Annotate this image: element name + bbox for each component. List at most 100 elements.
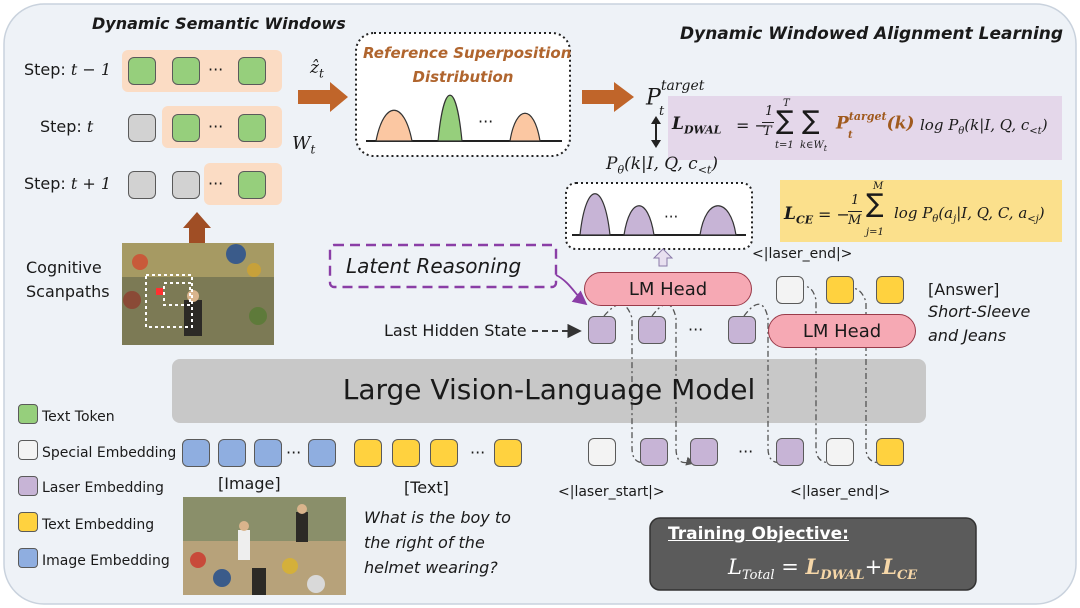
latent-reasoning-box <box>328 243 558 289</box>
laser-input-token-2 <box>690 438 718 466</box>
input-image <box>183 497 346 595</box>
step3-ellipsis: ··· <box>208 174 224 193</box>
latent-reasoning-label: Latent Reasoning <box>346 254 522 278</box>
answer-line-2: and Jeans <box>928 326 1007 345</box>
legend-label-special: Special Embedding <box>42 445 177 461</box>
dwal-sum2-bottom: k∈Wt <box>800 140 827 153</box>
alignment-title: Dynamic Windowed Alignment Learning <box>680 24 1064 44</box>
ptheta-peak-1 <box>579 193 611 236</box>
step1-token-2 <box>172 57 200 85</box>
step2-token-1 <box>128 114 156 142</box>
dwal-eq: = − <box>736 116 768 135</box>
laser-end-top-label: <|laser_end|> <box>752 246 853 262</box>
hidden-laser-token-3 <box>728 316 756 344</box>
hidden-laser-token-2 <box>638 316 666 344</box>
lm-head-2: LM Head <box>768 314 916 348</box>
laser-input-token-1 <box>640 438 668 466</box>
legend-label-laser: Laser Embedding <box>42 480 164 496</box>
question-line-3: helmet wearing? <box>364 558 498 577</box>
answer-special-token <box>776 276 804 304</box>
laser-end-label: <|laser_end|> <box>790 484 891 500</box>
question-line-2: the right of the <box>364 533 485 552</box>
step1-ellipsis: ··· <box>208 60 224 79</box>
ce-log-term: log Pθ(aj|I, Q, C, a<j) <box>894 204 1045 225</box>
ref-peak-2 <box>437 94 463 142</box>
reference-title-1: Reference Superposition <box>363 44 572 62</box>
dwal-sum1: ∑ <box>776 106 794 136</box>
text-token-3 <box>430 439 458 467</box>
reference-title-2: Distribution <box>412 68 514 86</box>
ptheta-ellipsis: ··· <box>664 208 679 226</box>
answer-tag: [Answer] <box>928 280 1000 299</box>
legend-swatch-image <box>18 548 38 568</box>
scanpath-image <box>122 243 274 345</box>
legend-label-text-token: Text Token <box>42 409 115 425</box>
image-ellipsis: ··· <box>286 443 302 462</box>
dwal-log-term: log Pθ(k|I, Q, c<t) <box>920 116 1048 137</box>
scanpath-label-2: Scanpaths <box>26 282 110 301</box>
laser-input-token-3 <box>776 438 804 466</box>
text-token-2 <box>392 439 420 467</box>
step-label-2: Step: t <box>40 117 94 136</box>
training-formula: LTotal = LDWAL+LCE <box>728 554 918 584</box>
legend-swatch-special <box>18 440 38 460</box>
p-target-sub: t <box>659 104 665 119</box>
dwal-weight: Ptarget(k) <box>836 110 915 134</box>
ce-sum-bottom: j=1 <box>866 227 884 238</box>
legend-swatch-text-embedding <box>18 512 38 532</box>
dwal-frac-num: 1 <box>765 104 774 119</box>
step3-token-1 <box>128 171 156 199</box>
dwal-weight-sub: t <box>848 130 853 141</box>
last-hidden-state-label: Last Hidden State <box>384 321 527 340</box>
step3-token-2 <box>172 171 200 199</box>
training-title: Training Objective: <box>668 524 849 544</box>
ce-sum: ∑ <box>866 189 884 219</box>
answer-token-1 <box>826 276 854 304</box>
arrow-to-reference <box>298 82 348 112</box>
text-token-4 <box>494 439 522 467</box>
dwal-sum2: ∑ <box>802 106 820 136</box>
image-token-1 <box>182 439 210 467</box>
laser-start-token <box>588 438 616 466</box>
ce-frac-num: 1 <box>851 193 860 208</box>
step1-token-1 <box>128 57 156 85</box>
p-target-label: Ptarget <box>646 78 705 111</box>
lvlm-bar <box>172 359 926 423</box>
step2-token-2 <box>172 114 200 142</box>
step2-token-4 <box>238 114 266 142</box>
ce-sum-top: M <box>873 181 884 192</box>
ce-lhs: LCE <box>784 204 814 227</box>
windows-title: Dynamic Semantic Windows <box>92 14 346 33</box>
lm-head-1: LM Head <box>584 272 752 306</box>
ref-peak-1 <box>375 109 413 142</box>
dwal-sum1-bottom: t=1 <box>775 140 794 151</box>
image-token-4 <box>308 439 336 467</box>
step-label-3: Step: t + 1 <box>24 174 112 193</box>
dwal-frac-den: T <box>763 124 772 139</box>
ptheta-label: Pθ(k|I, Q, c<t) <box>606 154 718 177</box>
dwal-loss-bg <box>668 96 1062 160</box>
laser-start-label: <|laser_start|> <box>558 484 665 500</box>
scanpath-up-arrow <box>183 212 211 246</box>
answer-input-token <box>876 438 904 466</box>
window-variable: Wt <box>292 133 316 157</box>
step3-token-4 <box>238 171 266 199</box>
dwal-lhs: LDWAL <box>672 114 722 137</box>
reference-ellipsis: ··· <box>478 112 494 131</box>
answer-token-2 <box>876 276 904 304</box>
image-token-3 <box>254 439 282 467</box>
ce-eq: = − <box>818 205 850 224</box>
legend-label-text-embedding: Text Embedding <box>42 517 155 533</box>
arrow-to-ptarget <box>582 82 634 112</box>
image-label: [Image] <box>218 474 281 493</box>
ce-loss-bg <box>780 180 1062 242</box>
legend-swatch-text-token <box>18 404 38 424</box>
question-line-1: What is the boy to <box>364 508 511 527</box>
hidden-laser-token-1 <box>588 316 616 344</box>
step-label-1: Step: t − 1 <box>24 60 112 79</box>
hidden-ellipsis: ··· <box>688 320 704 339</box>
ref-peak-3 <box>509 112 541 142</box>
legend-swatch-laser <box>18 476 38 496</box>
